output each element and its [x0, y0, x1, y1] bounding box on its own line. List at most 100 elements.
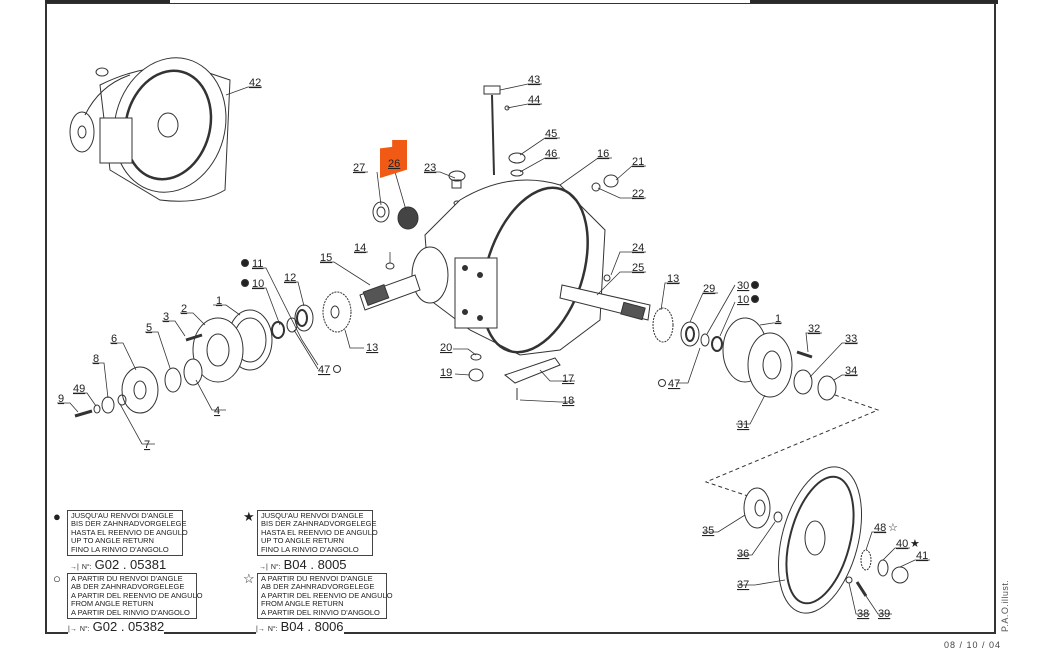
- callout-47-right[interactable]: 47: [668, 378, 680, 390]
- callout-10-right[interactable]: 10: [737, 294, 749, 306]
- callout-38[interactable]: 38: [857, 608, 869, 620]
- flange-part-2[interactable]: [192, 317, 244, 383]
- callout-13-right[interactable]: 13: [667, 273, 679, 285]
- callout-29[interactable]: 29: [703, 283, 715, 295]
- callout-25[interactable]: 25: [632, 262, 644, 274]
- bearing-part-29[interactable]: [680, 321, 700, 347]
- drain-plug-part-19[interactable]: [468, 353, 484, 382]
- callout-17[interactable]: 17: [562, 373, 574, 385]
- callout-18[interactable]: 18: [562, 395, 574, 407]
- legend-ref-g02-05382: |→ N°: G02 . 05382: [68, 620, 165, 636]
- callout-13-left[interactable]: 13: [366, 342, 378, 354]
- o-ring-part-36[interactable]: [773, 511, 783, 523]
- assembled-gearbox-part-42[interactable]: [69, 45, 241, 205]
- callout-20[interactable]: 20: [440, 342, 452, 354]
- callout-5[interactable]: 5: [146, 322, 152, 334]
- washer-part-40[interactable]: [877, 559, 889, 577]
- hub-part-35[interactable]: [743, 487, 771, 529]
- bevel-gear-part-13-left[interactable]: [322, 291, 352, 333]
- callout-1-left[interactable]: 1: [216, 295, 222, 307]
- housing-part-16[interactable]: [411, 174, 607, 365]
- filled-dot-marker: [751, 295, 759, 303]
- callout-48[interactable]: 48: [874, 522, 886, 534]
- callout-37[interactable]: 37: [737, 579, 749, 591]
- callout-6[interactable]: 6: [111, 333, 117, 345]
- callout-30[interactable]: 30: [737, 280, 749, 292]
- callout-44[interactable]: 44: [528, 94, 540, 106]
- callout-35[interactable]: 35: [702, 525, 714, 537]
- flange-part-31[interactable]: [747, 332, 793, 398]
- callout-16[interactable]: 16: [597, 148, 609, 160]
- callout-42[interactable]: 42: [249, 77, 261, 89]
- bearing-part-12[interactable]: [294, 304, 314, 332]
- ref-prefix: N°:: [267, 626, 278, 633]
- filled-dot-marker: [241, 259, 249, 267]
- bevel-gear-part-13-right[interactable]: [652, 307, 674, 343]
- callout-27[interactable]: 27: [353, 162, 365, 174]
- ring-part-30[interactable]: [700, 333, 710, 347]
- callout-33[interactable]: 33: [845, 333, 857, 345]
- callout-21[interactable]: 21: [632, 156, 644, 168]
- ring-part-10-right[interactable]: [711, 336, 723, 352]
- bolt-part-9[interactable]: [74, 409, 93, 418]
- callout-labels: 42 43 44 45 46 16 21 22 27 23 14 15 11 1…: [58, 74, 928, 620]
- callout-8[interactable]: 8: [93, 353, 99, 365]
- callout-23[interactable]: 23: [424, 162, 436, 174]
- bolt-part-3[interactable]: [185, 333, 203, 342]
- callout-34[interactable]: 34: [845, 365, 857, 377]
- callout-3[interactable]: 3: [163, 311, 169, 323]
- bolt-part-39[interactable]: [855, 581, 868, 597]
- callout-1-right[interactable]: 1: [775, 313, 781, 325]
- washer-part-8[interactable]: [101, 396, 115, 414]
- seal-part-5[interactable]: [164, 367, 182, 393]
- callout-11[interactable]: 11: [252, 258, 263, 270]
- base-plate-part-17[interactable]: [503, 357, 561, 400]
- input-shaft-part-15[interactable]: [359, 274, 421, 311]
- callout-49[interactable]: 49: [73, 383, 85, 395]
- arrow-from-icon: |→: [256, 626, 265, 633]
- callout-40[interactable]: 40: [896, 538, 908, 550]
- key-part-14[interactable]: [385, 262, 395, 270]
- callout-31[interactable]: 31: [737, 419, 749, 431]
- legend-ref-b04-8005: →| N°: B04 . 8005: [259, 558, 347, 574]
- washer-part-49[interactable]: [93, 404, 101, 414]
- callout-24[interactable]: 24: [632, 242, 644, 254]
- seal-part-34[interactable]: [817, 375, 837, 401]
- callout-12[interactable]: 12: [284, 272, 296, 284]
- callout-41[interactable]: 41: [916, 550, 928, 562]
- callout-2[interactable]: 2: [181, 303, 187, 315]
- bolt-part-32[interactable]: [796, 350, 813, 359]
- callout-36[interactable]: 36: [737, 548, 749, 560]
- output-shaft-part-25[interactable]: [559, 284, 651, 321]
- dipstick-part-43[interactable]: [483, 85, 510, 176]
- key-part-24[interactable]: [603, 274, 611, 282]
- callout-47-left[interactable]: 47: [318, 364, 330, 376]
- lock-washer-part-48[interactable]: [860, 549, 872, 571]
- plug-part-45[interactable]: [508, 152, 526, 177]
- callout-9[interactable]: 9: [58, 393, 64, 405]
- callout-26-highlighted[interactable]: 26: [388, 158, 401, 170]
- callout-46[interactable]: 46: [545, 148, 557, 160]
- ring-part-47-left[interactable]: [286, 317, 298, 333]
- callout-10-left[interactable]: 10: [252, 278, 264, 290]
- o-ring-part-7[interactable]: [117, 394, 127, 406]
- callout-22[interactable]: 22: [632, 188, 644, 200]
- callout-19[interactable]: 19: [440, 367, 452, 379]
- washer-part-38[interactable]: [845, 576, 853, 584]
- bearing-part-4[interactable]: [183, 358, 203, 386]
- callout-7[interactable]: 7: [144, 439, 150, 451]
- flywheel-part-37[interactable]: [764, 458, 876, 623]
- needle-bearing-part-26[interactable]: [397, 206, 419, 230]
- callout-32[interactable]: 32: [808, 323, 820, 335]
- callout-39[interactable]: 39: [878, 608, 890, 620]
- callout-14[interactable]: 14: [354, 242, 366, 254]
- callout-43[interactable]: 43: [528, 74, 540, 86]
- fitting-part-21[interactable]: [591, 174, 619, 192]
- nut-part-41[interactable]: [891, 566, 909, 584]
- callout-45[interactable]: 45: [545, 128, 557, 140]
- cover-part-6[interactable]: [121, 366, 159, 414]
- ring-part-10-left[interactable]: [271, 321, 285, 339]
- callout-15[interactable]: 15: [320, 252, 332, 264]
- bearing-part-33[interactable]: [793, 369, 813, 395]
- callout-4[interactable]: 4: [214, 405, 220, 417]
